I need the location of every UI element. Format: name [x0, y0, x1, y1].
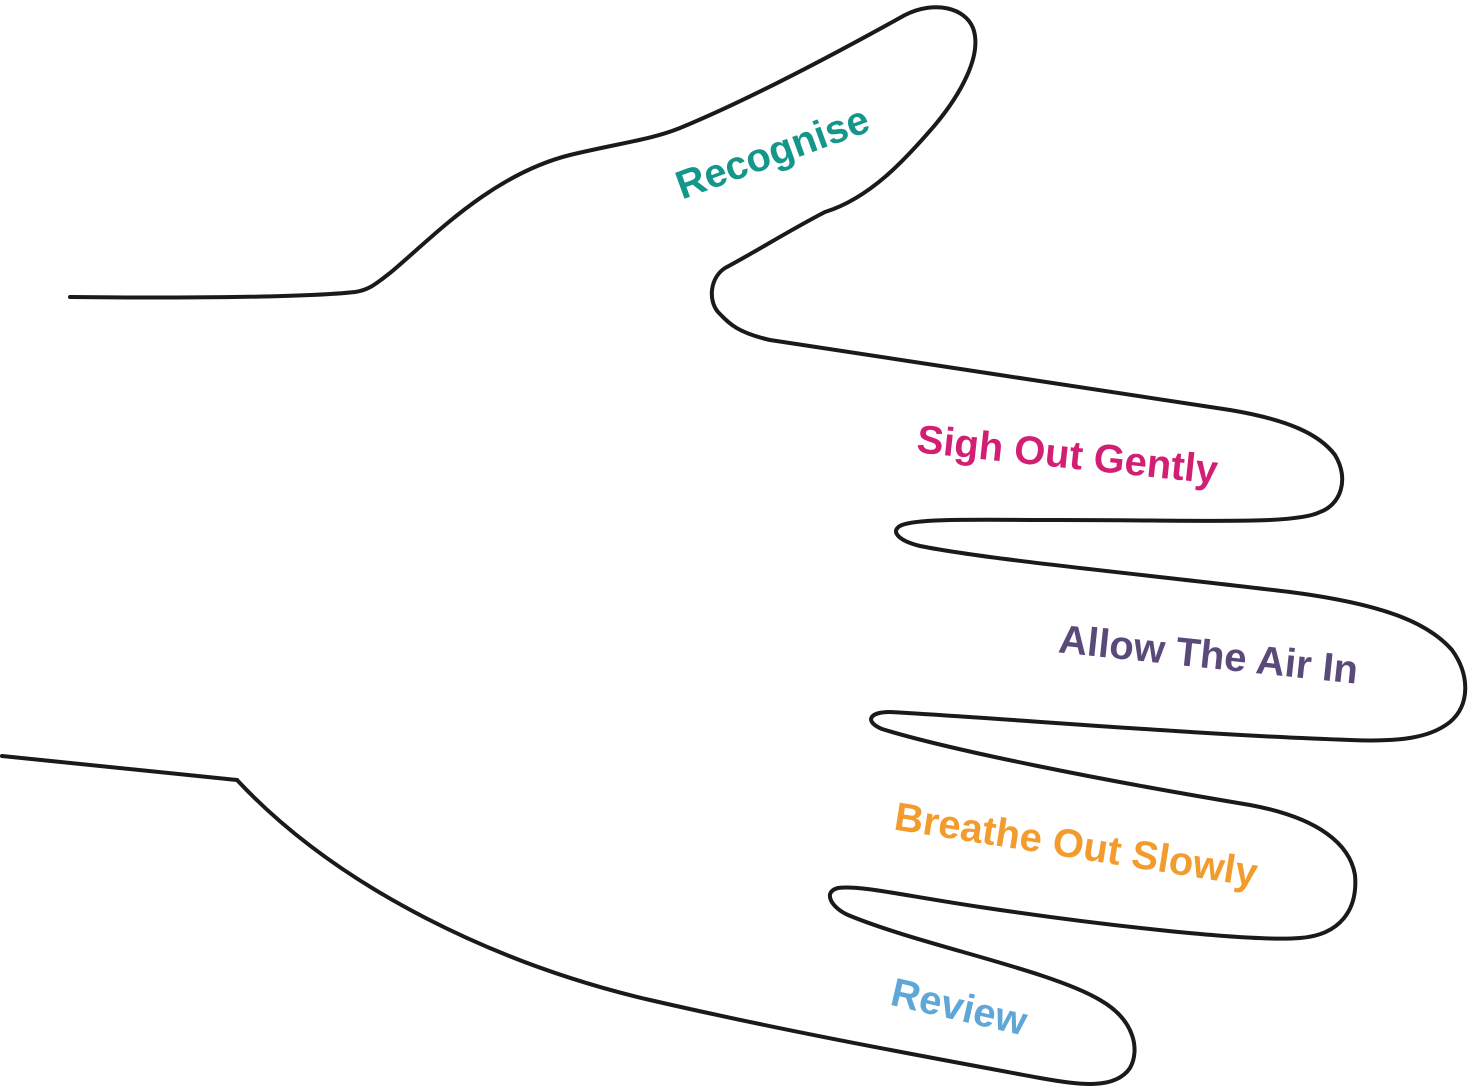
- middle-finger-label: Allow The Air In: [1057, 617, 1361, 692]
- little-finger-label: Review: [887, 970, 1032, 1044]
- ring-finger-label: Breathe Out Slowly: [891, 795, 1261, 896]
- thumb-label: Recognise: [670, 98, 875, 209]
- hand-outline-wrist-bottom: [0, 754, 239, 782]
- hand-outline-upper: [68, 5, 1468, 1086]
- index-finger-label: Sigh Out Gently: [915, 417, 1221, 492]
